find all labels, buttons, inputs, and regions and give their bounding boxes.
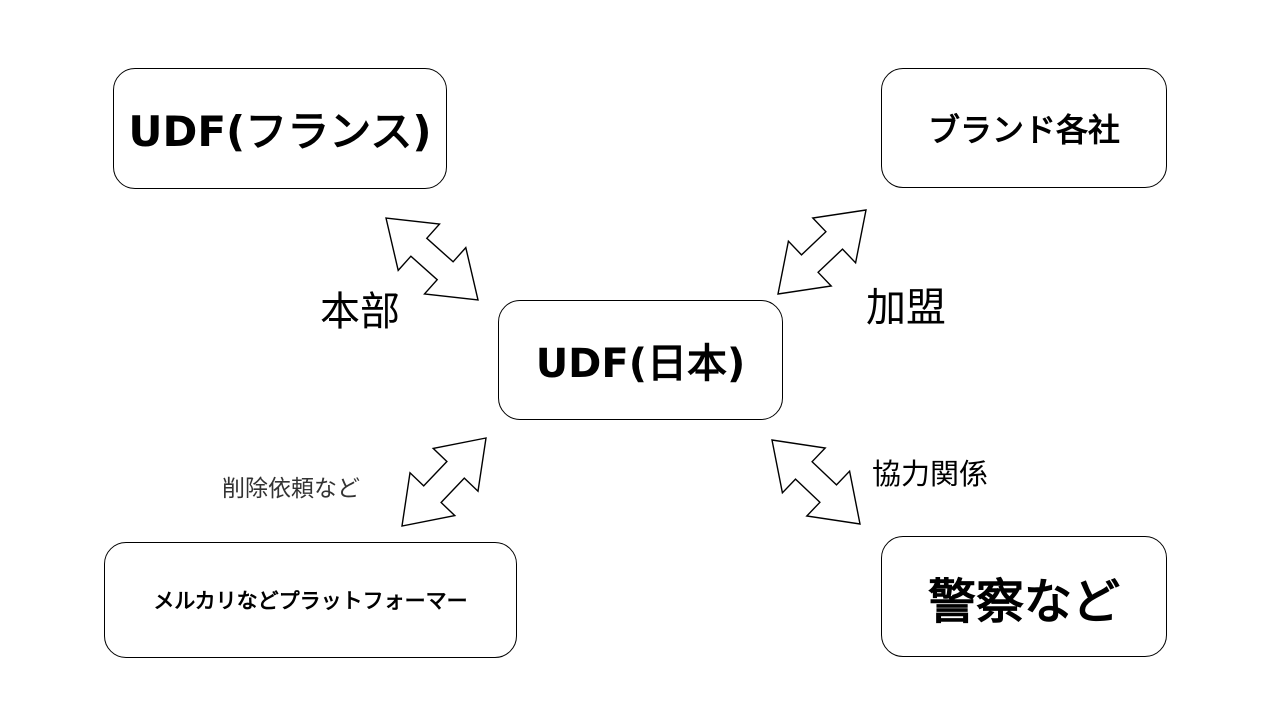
node-platforms: メルカリなどプラットフォーマー [104,542,517,658]
arrow-brands-japan [777,209,867,295]
node-udf-japan: UDF(日本) [498,300,783,420]
arrow-france-japan [385,217,479,301]
edge-label-headquarters: 本部 [320,289,400,335]
node-udf-france: UDF(フランス) [113,68,447,189]
arrow-police-japan [771,439,861,525]
edge-label-membership: 加盟 [866,285,946,331]
node-police: 警察など [881,536,1167,657]
edge-label-cooperation: 協力関係 [872,457,989,491]
edge-label-removal-requests: 削除依頼など [222,476,360,502]
arrow-platforms-japan [401,437,487,527]
node-brand-companies: ブランド各社 [881,68,1167,188]
